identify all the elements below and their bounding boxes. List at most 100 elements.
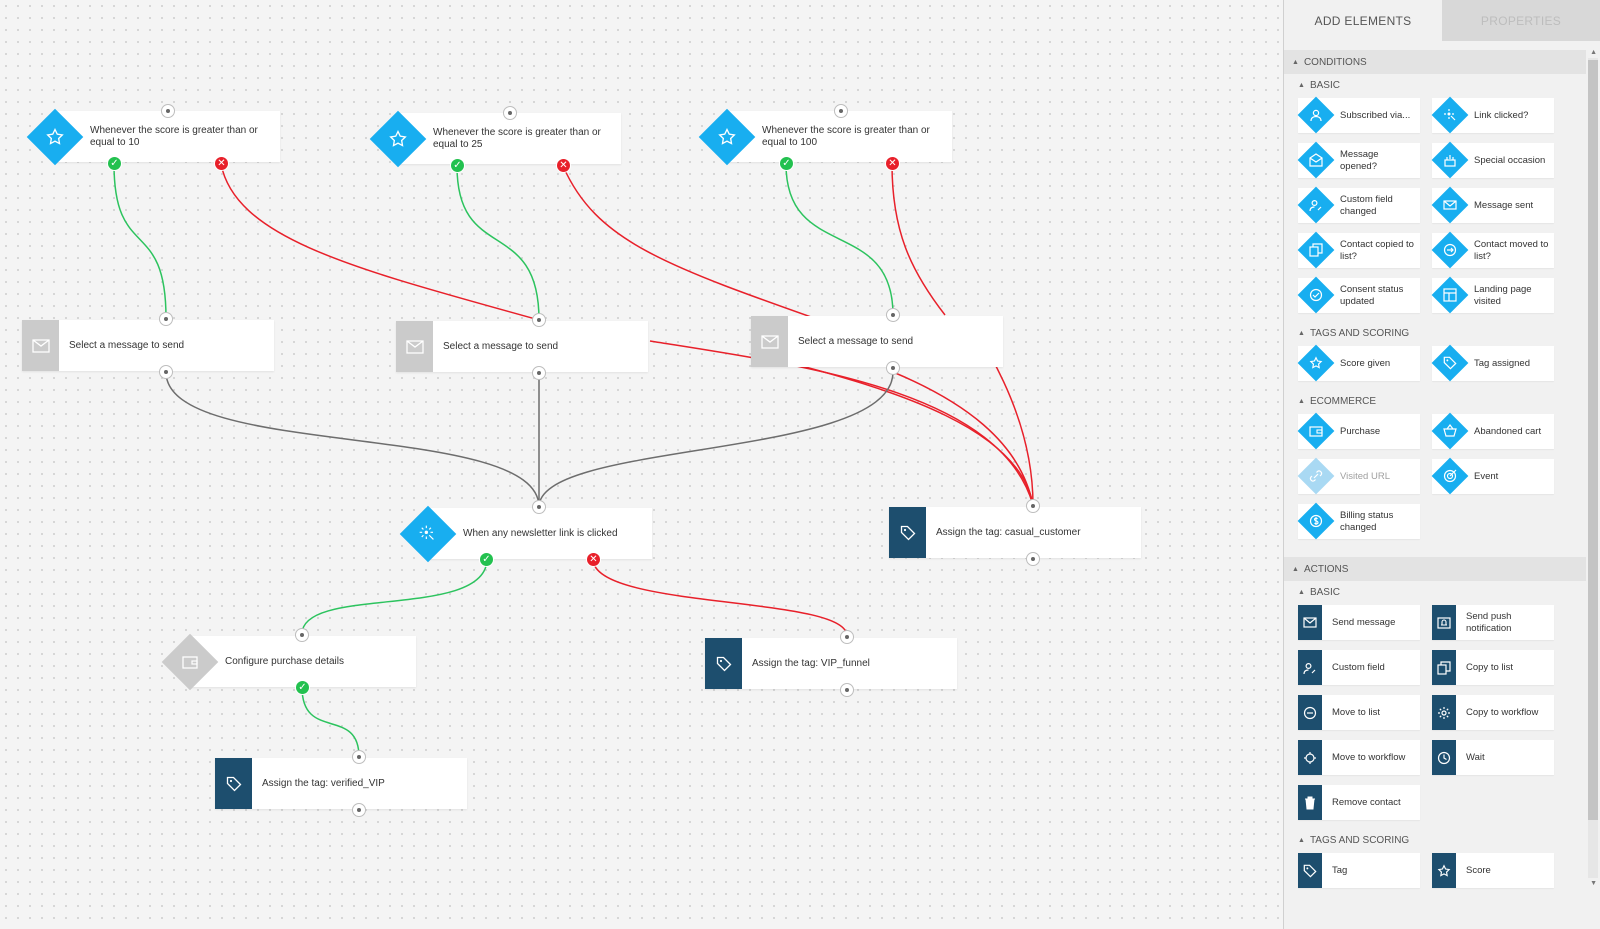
tile-label: Move to workflow [1332,751,1406,763]
tile-remove-contact[interactable]: Remove contact [1298,785,1420,820]
no-badge[interactable]: ✕ [885,156,900,171]
scroll-up-icon[interactable]: ▲ [1590,49,1597,56]
subsection-actions-tags[interactable]: ▲TAGS AND SCORING [1284,829,1586,851]
tile-send-message[interactable]: Send message [1298,605,1420,640]
output-port[interactable] [352,803,366,817]
tile-label: Message sent [1474,199,1534,211]
tile-message-opened[interactable]: Message opened? [1297,141,1420,179]
tile-tag[interactable]: Tag [1298,853,1420,888]
yes-badge[interactable]: ✓ [450,158,465,173]
subsection-tags-scoring[interactable]: ▲TAGS AND SCORING [1284,322,1586,344]
condition-node-score-10[interactable]: Whenever the score is greater than or eq… [55,111,280,162]
input-port[interactable] [295,628,309,642]
tile-contact-copied[interactable]: Contact copied to list? [1297,231,1420,269]
tile-special-occasion[interactable]: Special occasion [1431,141,1554,179]
yes-badge[interactable]: ✓ [779,156,794,171]
tab-add-elements[interactable]: ADD ELEMENTS [1284,0,1442,41]
subsection-basic[interactable]: ▲BASIC [1284,74,1586,96]
input-port[interactable] [503,106,517,120]
tile-copy-to-list[interactable]: Copy to list [1432,650,1554,685]
tile-send-push[interactable]: Send push notification [1432,605,1554,640]
section-actions[interactable]: ▲ACTIONS [1284,557,1586,581]
input-port[interactable] [886,308,900,322]
output-port[interactable] [1026,552,1040,566]
input-port[interactable] [161,104,175,118]
scrollbar-thumb[interactable] [1588,60,1598,820]
copy-icon [1297,231,1335,269]
subsection-title: BASIC [1309,79,1340,91]
subsection-ecommerce[interactable]: ▲ECOMMERCE [1284,390,1586,412]
tile-event[interactable]: Event [1431,457,1554,495]
tile-tag-assigned[interactable]: Tag assigned [1431,344,1554,382]
assign-tag-verified-vip-node[interactable]: Assign the tag: verified_VIP [215,758,467,809]
yes-badge[interactable]: ✓ [107,156,122,171]
input-port[interactable] [840,630,854,644]
node-label: Select a message to send [798,335,914,347]
envelope-icon [1298,605,1322,640]
tile-abandoned-cart[interactable]: Abandoned cart [1431,412,1554,450]
output-port[interactable] [532,366,546,380]
tile-message-sent[interactable]: Message sent [1431,186,1554,224]
tile-consent-status[interactable]: Consent status updated [1297,276,1420,314]
wire-yes [456,165,540,321]
tile-label: Copy to list [1466,661,1513,673]
input-port[interactable] [834,104,848,118]
scroll-down-icon[interactable]: ▼ [1590,880,1597,887]
input-port[interactable] [532,313,546,327]
envelope-icon [396,321,433,372]
wire-no [649,340,1034,506]
send-message-node-3[interactable]: Select a message to send [751,316,1003,367]
tile-link-clicked[interactable]: Link clicked? [1431,96,1554,134]
input-port[interactable] [532,500,546,514]
tile-label: Custom field changed [1340,193,1393,217]
tile-landing-page[interactable]: Landing page visited [1431,276,1554,314]
tile-copy-to-workflow[interactable]: Copy to workflow [1432,695,1554,730]
send-message-node-1[interactable]: Select a message to send [22,320,274,371]
tile-move-to-list[interactable]: Move to list [1298,695,1420,730]
copy-icon [1432,650,1456,685]
star-icon [369,110,427,168]
input-port[interactable] [352,750,366,764]
yes-badge[interactable]: ✓ [295,680,310,695]
no-badge[interactable]: ✕ [556,158,571,173]
node-label: Whenever the score is greater than or eq… [433,126,601,150]
tile-label: Contact moved to list? [1474,238,1549,262]
conditions-basic-grid: Subscribed via... Link clicked? Message … [1284,96,1586,322]
tile-score-given[interactable]: Score given [1297,344,1420,382]
tile-purchase[interactable]: Purchase [1297,412,1420,450]
no-badge[interactable]: ✕ [586,552,601,567]
tile-contact-moved[interactable]: Contact moved to list? [1431,231,1554,269]
assign-tag-casual-customer-node[interactable]: Assign the tag: casual_customer [889,507,1141,558]
tile-visited-url[interactable]: Visited URL [1297,457,1420,495]
section-conditions[interactable]: ▲CONDITIONS [1284,50,1586,74]
output-port[interactable] [159,365,173,379]
no-badge[interactable]: ✕ [214,156,229,171]
subsection-actions-basic[interactable]: ▲BASIC [1284,581,1586,603]
output-port[interactable] [886,361,900,375]
tile-move-to-workflow[interactable]: Move to workflow [1298,740,1420,775]
output-port[interactable] [840,683,854,697]
tile-score[interactable]: Score [1432,853,1554,888]
input-port[interactable] [1026,499,1040,513]
tile-billing-status[interactable]: Billing status changed [1297,502,1420,540]
yes-badge[interactable]: ✓ [479,552,494,567]
input-port[interactable] [159,312,173,326]
link-clicked-node[interactable]: When any newsletter link is clicked [428,508,652,559]
configure-purchase-node[interactable]: Configure purchase details [190,636,416,687]
tile-label: Score given [1340,357,1391,369]
tile-label: Tag assigned [1474,357,1530,369]
tile-subscribed-via[interactable]: Subscribed via... [1297,96,1420,134]
caret-up-icon: ▲ [1292,565,1299,573]
tab-properties[interactable]: PROPERTIES [1442,0,1600,41]
tile-custom-field[interactable]: Custom field [1298,650,1420,685]
condition-node-score-100[interactable]: Whenever the score is greater than or eq… [727,111,952,162]
workflow-canvas[interactable]: Whenever the score is greater than or eq… [0,0,1283,929]
assign-tag-vip-funnel-node[interactable]: Assign the tag: VIP_funnel [705,638,957,689]
send-message-node-2[interactable]: Select a message to send [396,321,648,372]
tile-wait[interactable]: Wait [1432,740,1554,775]
bell-icon [1432,605,1456,640]
condition-node-score-25[interactable]: Whenever the score is greater than or eq… [398,113,621,164]
node-label: Configure purchase details [225,655,344,667]
tile-label: Purchase [1340,425,1381,437]
tile-custom-field-changed[interactable]: Custom field changed [1297,186,1420,224]
